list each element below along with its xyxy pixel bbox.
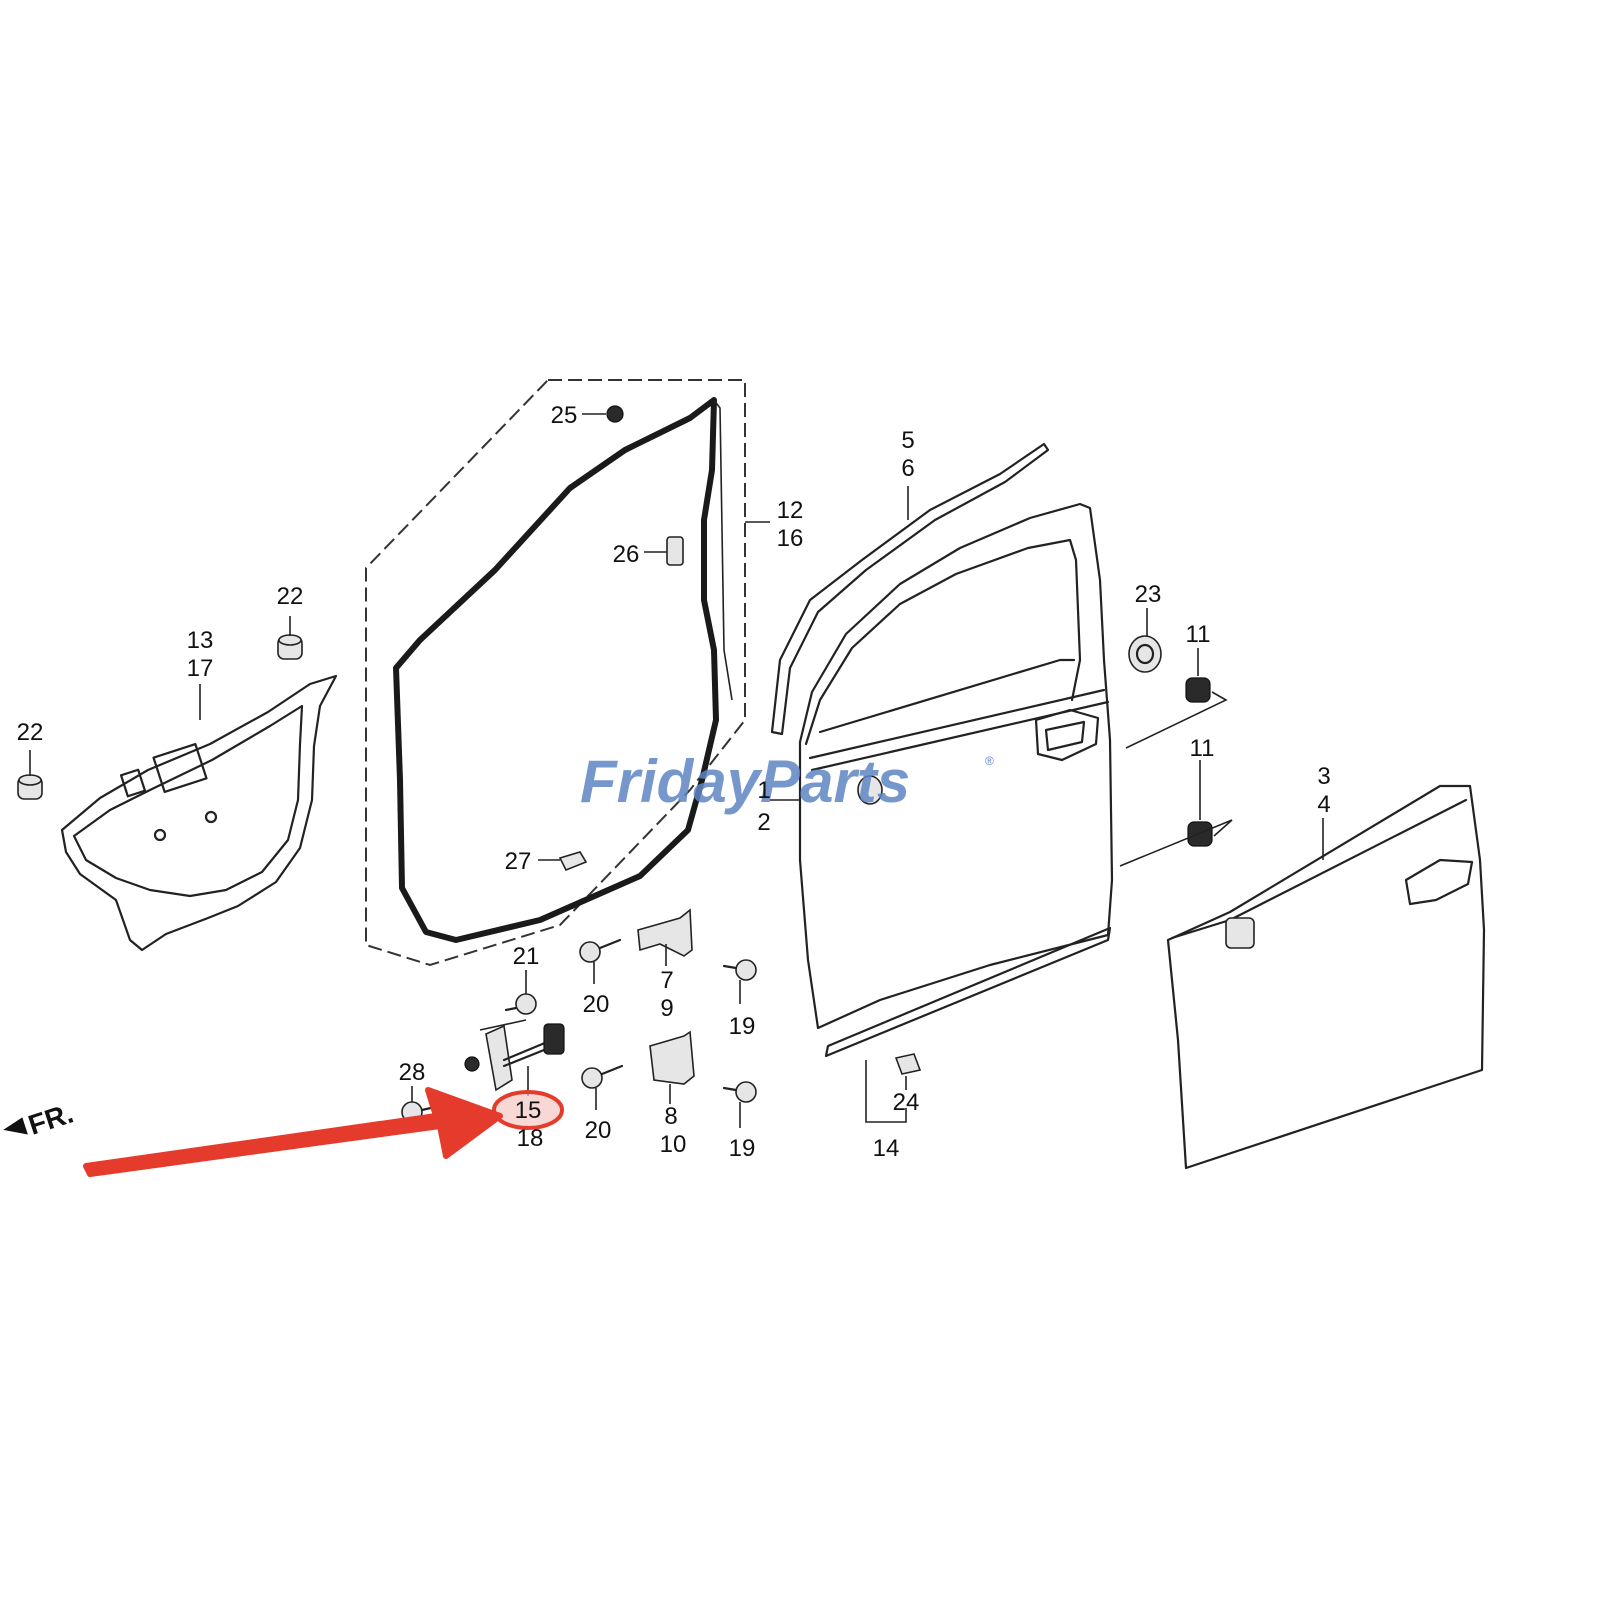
callout-2: 2	[757, 809, 770, 836]
bolt-19-upper	[722, 959, 757, 1004]
callout-8: 8	[664, 1103, 677, 1130]
sash-molding	[770, 442, 1050, 736]
callout-17: 17	[187, 655, 214, 682]
callout-9: 9	[660, 995, 673, 1022]
clip-26	[644, 536, 684, 566]
callout-1: 1	[757, 777, 770, 804]
callout-7: 7	[660, 967, 673, 994]
callout-15: 15	[515, 1097, 542, 1124]
weatherstrip-group-outline	[365, 379, 746, 967]
front-direction-marker: FR.	[3, 1097, 77, 1141]
callout-4: 4	[1317, 791, 1330, 818]
callout-12: 12	[777, 497, 804, 524]
door-weatherstrip	[393, 397, 719, 943]
bumper-11-lower	[1119, 819, 1233, 867]
callout-22-upper: 22	[277, 583, 304, 610]
callout-19-upper: 19	[729, 1013, 756, 1040]
callout-13: 13	[187, 627, 214, 654]
callout-16: 16	[777, 525, 804, 552]
callout-10: 10	[660, 1131, 687, 1158]
callout-27: 27	[505, 848, 532, 875]
highlight-circle	[492, 1090, 564, 1130]
callout-19-lower: 19	[729, 1135, 756, 1162]
hinge-lower	[649, 1030, 695, 1104]
hinge-upper	[637, 908, 693, 966]
clip-27	[538, 851, 588, 872]
grommet-22-lower	[17, 774, 43, 800]
callout-23: 23	[1135, 581, 1162, 608]
door-outer-skin	[1166, 784, 1486, 1170]
clip-24	[894, 1053, 922, 1090]
grommet-22-upper	[277, 634, 303, 660]
callout-6: 6	[901, 455, 914, 482]
callout-3: 3	[1317, 763, 1330, 790]
callout-18: 18	[517, 1125, 544, 1152]
door-panel-frame	[798, 502, 1114, 1030]
callout-20-lower: 20	[585, 1117, 612, 1144]
callout-21: 21	[513, 943, 540, 970]
bolt-20-lower	[581, 1064, 624, 1110]
callout-28: 28	[399, 1059, 426, 1086]
bolt-21	[504, 970, 537, 1015]
callout-26: 26	[613, 541, 640, 568]
bolt-19-lower	[722, 1081, 757, 1128]
callout-5: 5	[901, 427, 914, 454]
callout-20-upper: 20	[583, 991, 610, 1018]
watermark-registered: ®	[985, 754, 994, 768]
door-checker	[464, 1019, 565, 1092]
watermark-text: FridayParts	[580, 748, 910, 815]
clip-25	[582, 405, 624, 423]
bumper-11-upper	[1125, 677, 1228, 749]
callout-25: 25	[551, 402, 578, 429]
callout-24: 24	[893, 1089, 920, 1116]
red-arrow-icon	[83, 1087, 503, 1177]
grommet-23	[1128, 635, 1162, 673]
callout-22-lower: 22	[17, 719, 44, 746]
lower-molding-strip	[824, 926, 1112, 1058]
bolt-20-upper	[579, 938, 622, 984]
callout-11-lower: 11	[1190, 735, 1215, 762]
callout-14: 14	[873, 1135, 900, 1162]
fr-label: FR.	[25, 1097, 77, 1140]
door-sheet-part	[60, 674, 338, 952]
callout-11-upper: 11	[1186, 621, 1211, 648]
